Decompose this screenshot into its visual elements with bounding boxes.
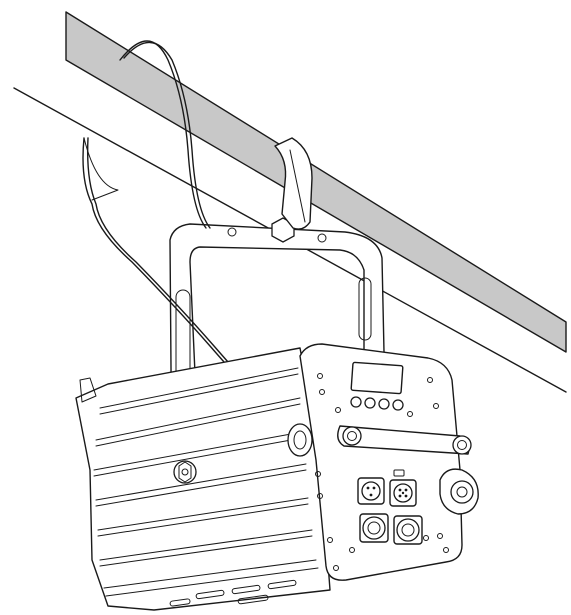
menu-button: [350, 396, 362, 408]
cooling-fins: [93, 367, 319, 597]
enter-button: [392, 399, 404, 411]
tilt-lock-knob: [439, 468, 479, 515]
yoke-bolt: [173, 460, 197, 484]
rear-control-panel: [299, 343, 479, 581]
housing-tab: [79, 377, 97, 403]
fixture-housing: [75, 347, 331, 611]
center-nut: [271, 217, 295, 243]
display-screen: [350, 361, 404, 395]
up-button: [364, 397, 376, 409]
menu-buttons: [350, 396, 404, 411]
pipe-clamp: [274, 137, 313, 230]
down-button: [378, 398, 390, 410]
tilt-lock-bar: [337, 425, 472, 455]
safety-cable-eyelet: [287, 423, 313, 457]
data-connectors: [357, 469, 417, 507]
power-connectors: [359, 513, 423, 545]
bottom-vents: [169, 579, 297, 607]
yoke-slot-right: [358, 277, 372, 341]
tilt-lock-screw: [342, 426, 362, 446]
tilt-lock-screw: [452, 435, 472, 455]
